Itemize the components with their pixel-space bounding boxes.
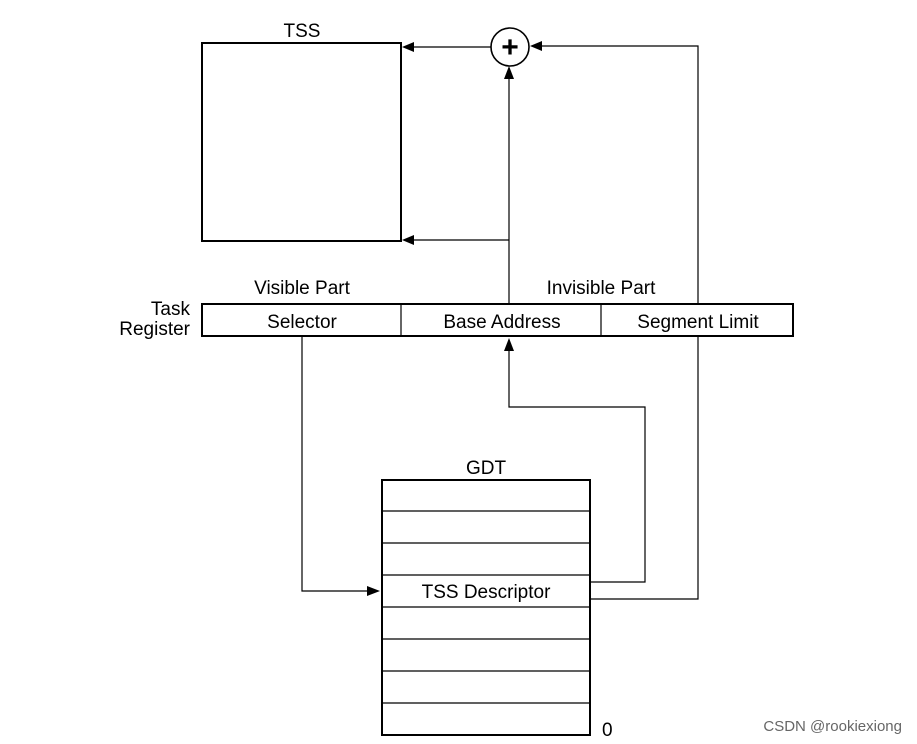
arrow-adder-to-tss (402, 42, 491, 52)
tss-box (201, 42, 402, 242)
adder-node: + (490, 27, 530, 67)
task-register: Selector Base Address Segment Limit (201, 303, 794, 337)
segment-limit-field: Segment Limit (637, 312, 759, 333)
watermark: CSDN @rookiexiong (763, 718, 902, 735)
task-register-label-line2: Register (119, 319, 190, 340)
arrow-base-to-tss-base (402, 235, 509, 245)
arrow-base-to-adder (504, 66, 514, 304)
arrow-limit-to-adder (530, 41, 699, 304)
gdt-index-zero: 0 (602, 720, 613, 741)
tss-descriptor-row: TSS Descriptor (422, 582, 551, 603)
line-descriptor-to-limit (590, 336, 699, 600)
gdt-table: TSS Descriptor (381, 479, 591, 736)
arrow-selector-to-descriptor (301, 336, 380, 596)
task-register-box (201, 303, 794, 337)
task-register-label-line1: Task (151, 299, 191, 320)
selector-field: Selector (267, 312, 337, 333)
tss-title: TSS (284, 21, 321, 42)
invisible-part-label: Invisible Part (547, 278, 656, 299)
arrow-descriptor-to-base (504, 338, 646, 583)
base-address-field: Base Address (443, 312, 560, 333)
gdt-title: GDT (466, 458, 507, 479)
visible-part-label: Visible Part (254, 278, 350, 299)
adder-plus-icon: + (501, 31, 519, 64)
